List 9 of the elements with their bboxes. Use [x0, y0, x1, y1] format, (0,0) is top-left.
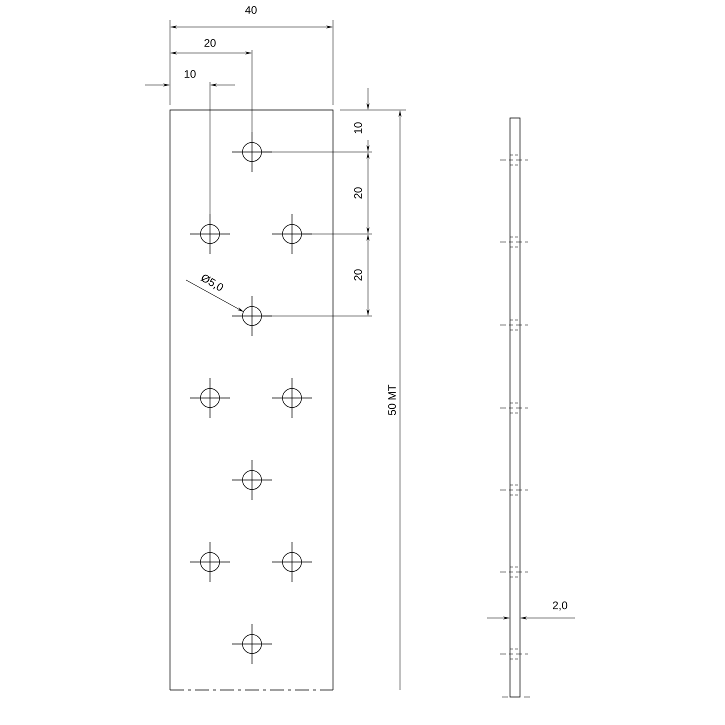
dimension-label: 50 MT: [388, 384, 396, 416]
dimension-label: 20: [354, 187, 362, 199]
dimension-label: 2,0: [552, 601, 568, 611]
dimension-label: Ø5,0: [200, 274, 224, 291]
dimension-label: 10: [354, 122, 362, 134]
dimension-label: 10: [184, 70, 196, 78]
dimension-label: 40: [245, 6, 257, 14]
dimension-label: 20: [354, 269, 362, 281]
dimension-label: 20: [204, 39, 216, 47]
